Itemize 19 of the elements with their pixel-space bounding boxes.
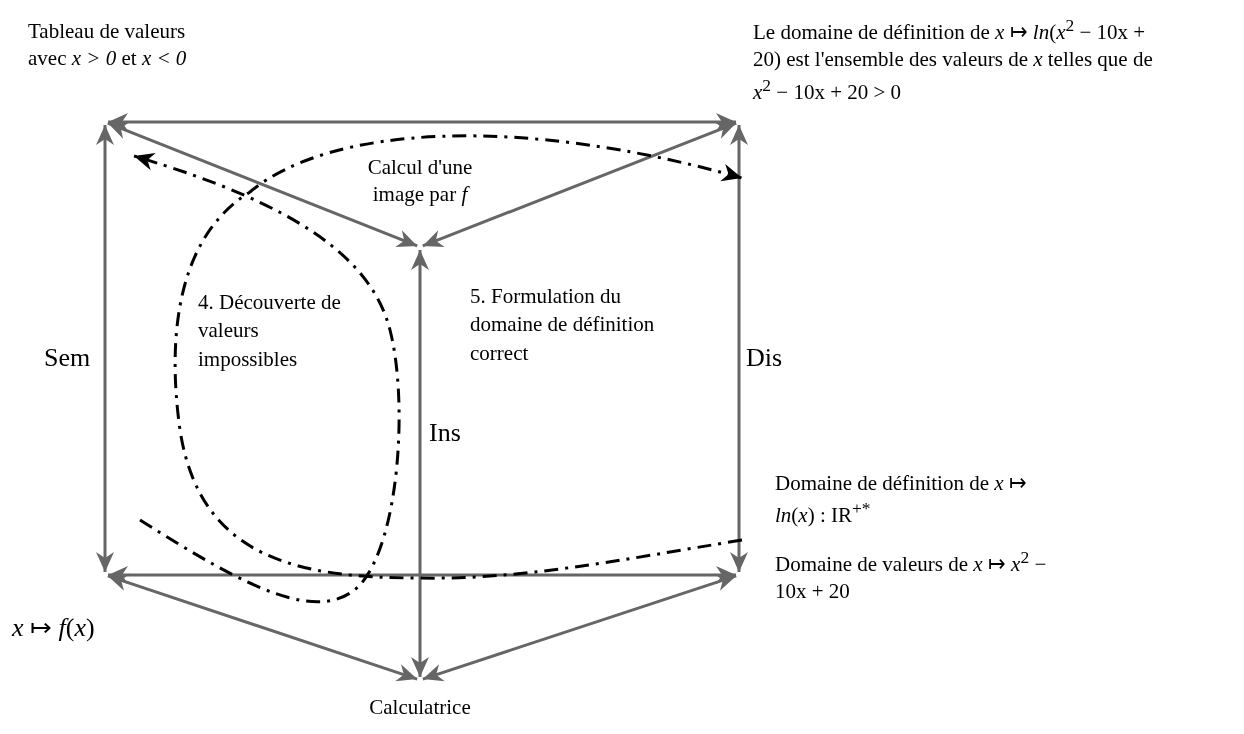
vertex-label: Le domaine de définition de x ↦ ln(x$^{2}$ − 10x + 20) est l'ensemble des valeurs de x telles que de x$^{2}$ − 10x + 20 > 0 (739, 14, 1159, 186)
double-arrow (422, 573, 737, 682)
double-arrow (107, 121, 418, 248)
vertex-label: Domaine de valeurs de x ↦ x$^{2}$ − 10x + 20 (775, 545, 1048, 605)
vertex-label: Calculatrice (350, 680, 490, 728)
double-arrow (107, 573, 418, 682)
region-label: 5. Formulation du domaine de définition correct (470, 283, 656, 367)
vertex-label: Calcul d'une image par f (345, 150, 495, 247)
double-arrow (730, 125, 748, 572)
double-arrow (411, 250, 429, 677)
double-arrow (96, 125, 114, 572)
vertex-label: Tableau de valeurs avec x > 0 et x < 0 (28, 18, 228, 124)
dash-dot-arrow (173, 134, 743, 580)
double-arrow (422, 121, 737, 248)
double-arrow (108, 113, 736, 131)
region-label: 4. Découverte de valeurs impossibles (198, 289, 342, 373)
vertex-label: x ↦ f(x) (8, 573, 188, 655)
dash-dot-arrow (133, 153, 401, 604)
vertex-label: Domaine de définition de x ↦ ln(x) : IR$^{+*}$ (775, 470, 1028, 530)
